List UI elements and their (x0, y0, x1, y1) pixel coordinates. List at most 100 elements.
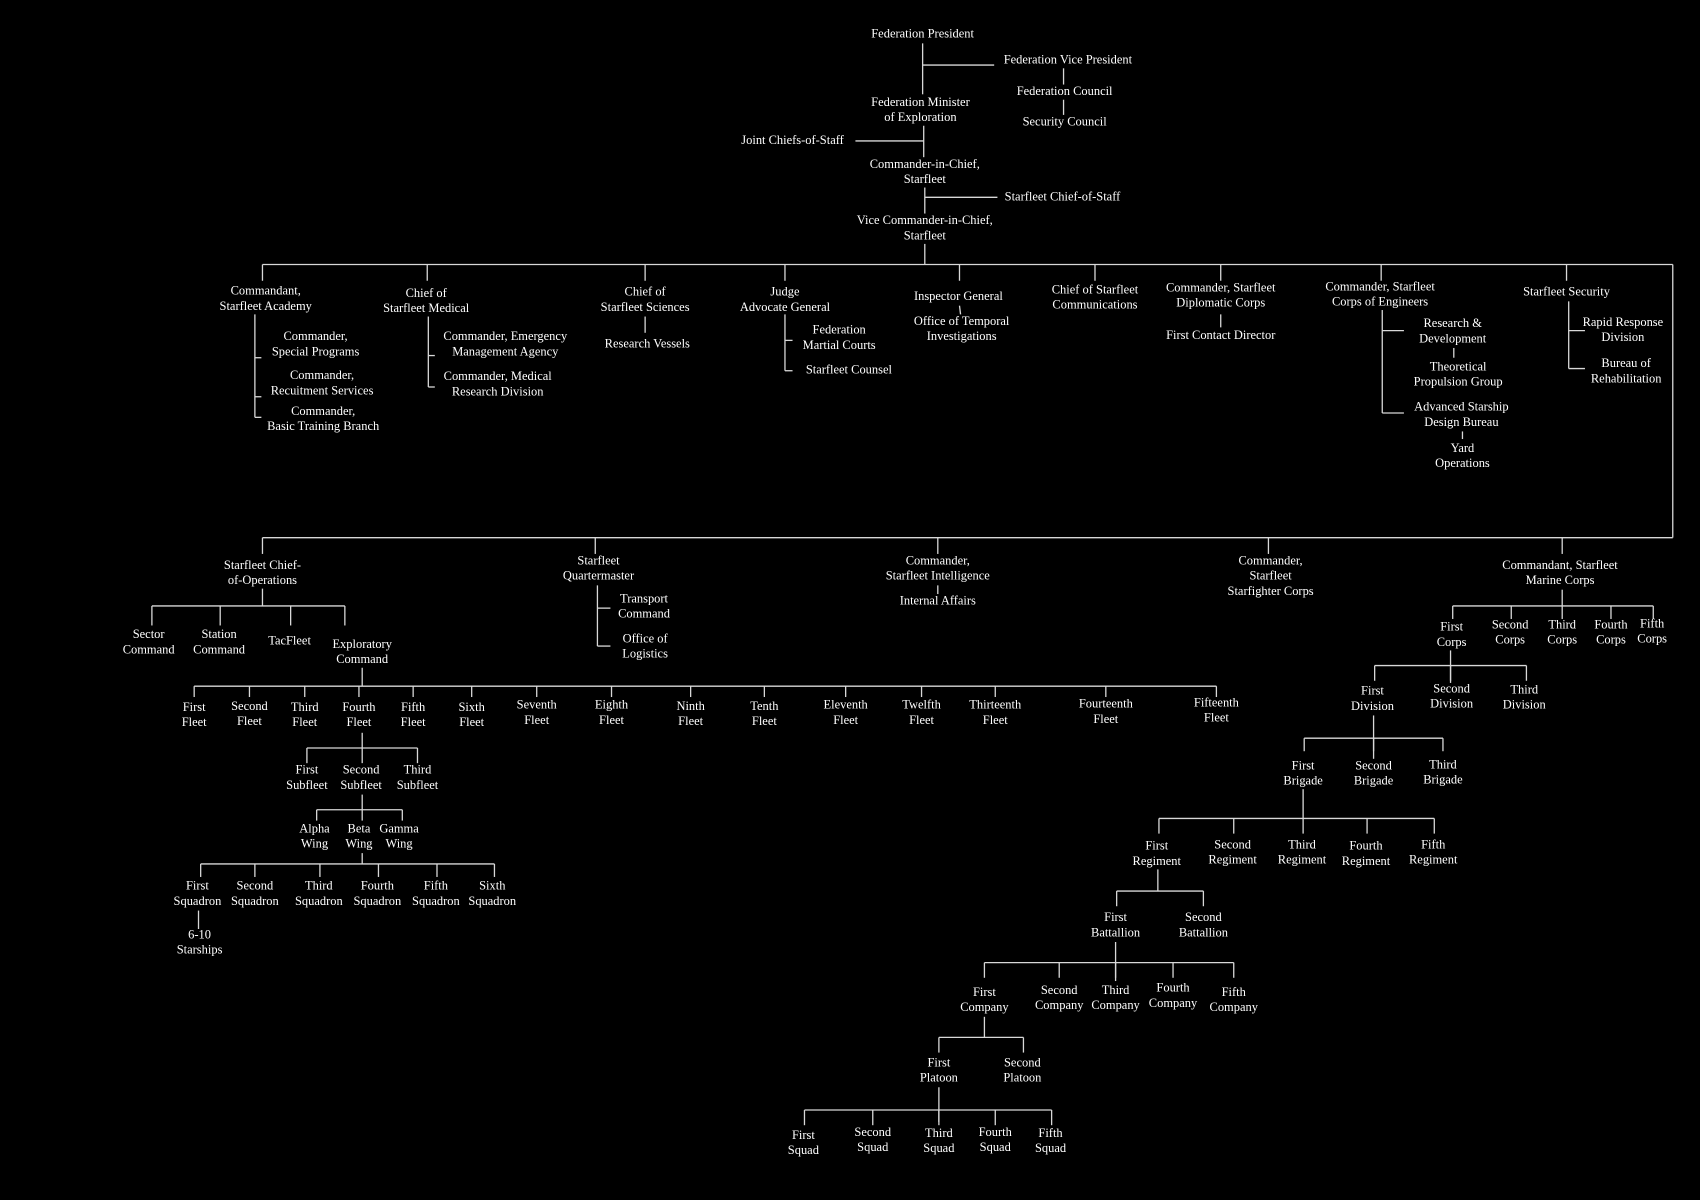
node-top-joint_chiefs: Joint Chiefs-of-Staff (741, 133, 844, 147)
node-diplomatic-children-0: First Contact Director (1166, 328, 1276, 342)
node-top-cinc: Commander-in-Chief,Starfleet (870, 157, 980, 186)
node-sciences-children-0: Research Vessels (605, 337, 690, 351)
node-academy-children-0: Commander,Special Programs (272, 329, 360, 358)
node-academy-children-2: Commander,Basic Training Branch (267, 404, 380, 433)
node-top-vice_cinc: Vice Commander-in-Chief,Starfleet (857, 213, 993, 242)
node-academy-title: Commandant,Starfleet Academy (220, 283, 313, 312)
node-top-chief_of_staff: Starfleet Chief-of-Staff (1005, 189, 1121, 203)
connector-lines (151, 43, 1674, 1126)
node-ops-title: Starfleet Chief-of-Operations (224, 558, 301, 587)
node-top-president: Federation President (871, 27, 974, 41)
node-jag-children-1: Starfleet Counsel (806, 363, 893, 377)
node-top-security_council: Security Council (1023, 114, 1108, 128)
node-security-title: Starfleet Security (1523, 285, 1611, 299)
connector-line (958, 305, 962, 315)
node-intel-children-0: Internal Affairs (900, 593, 976, 607)
node-top-vice_president: Federation Vice President (1004, 53, 1133, 67)
node-ig-title: Inspector General (914, 289, 1003, 303)
node-top-council: Federation Council (1017, 84, 1113, 98)
node-academy-children-1: Commander,Recuitment Services (271, 368, 374, 397)
node-intel-title: Commander,Starfleet Intelligence (886, 553, 991, 582)
